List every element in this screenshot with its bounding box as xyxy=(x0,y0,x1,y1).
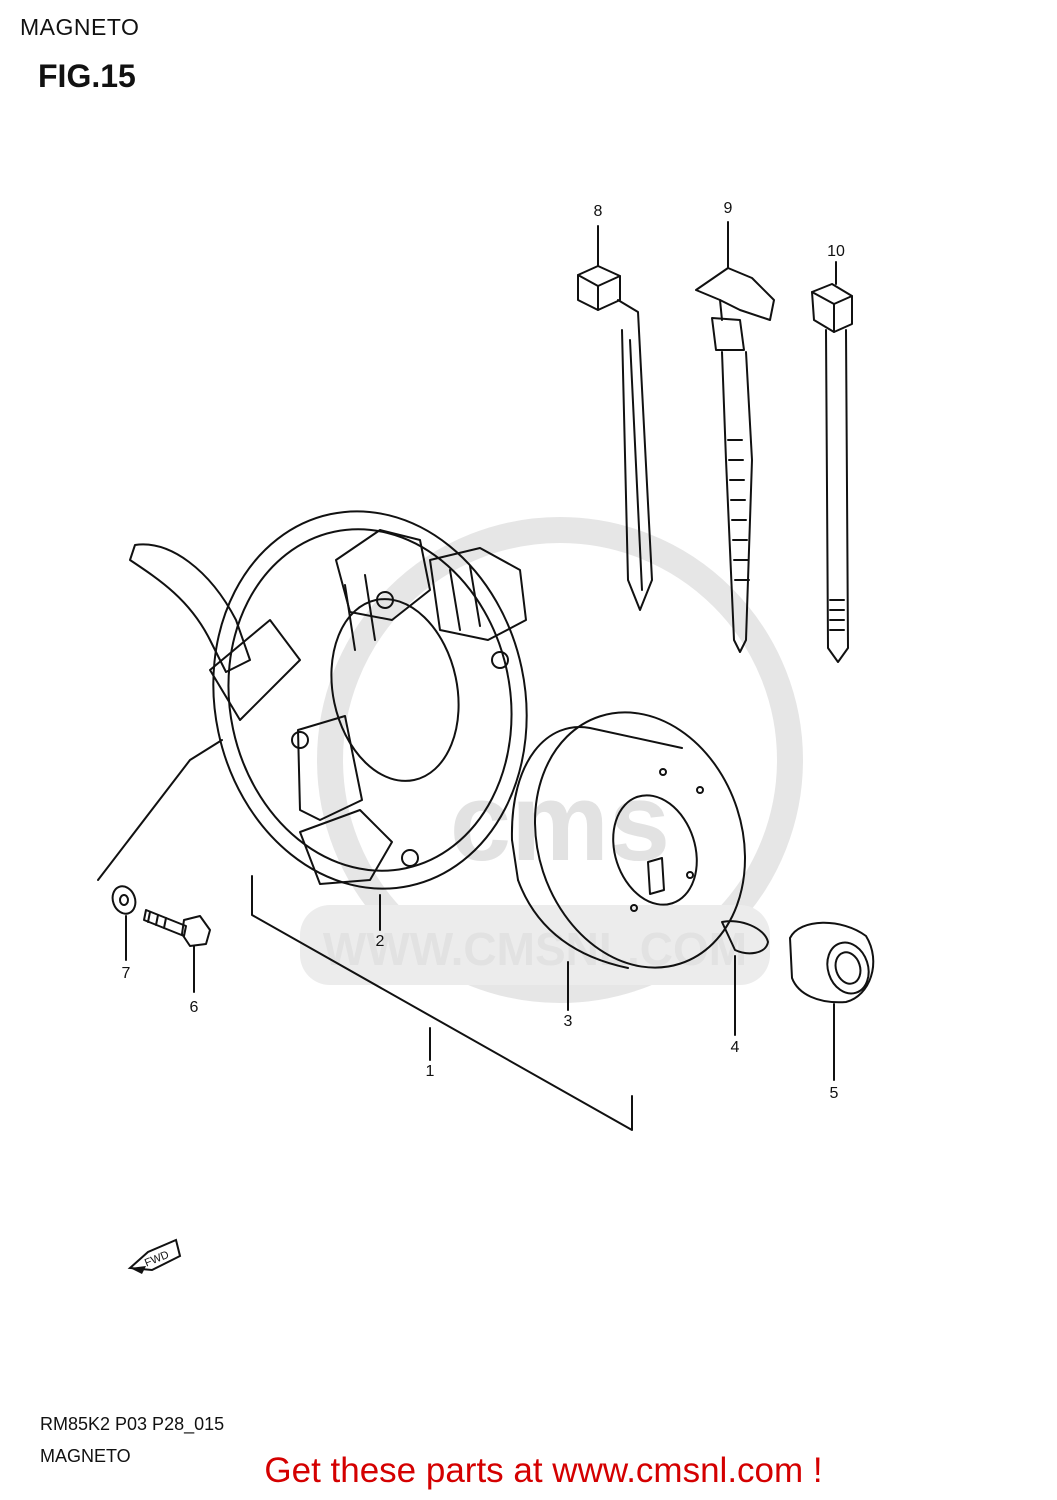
callout-numbers: 1 2 3 4 5 6 7 8 9 10 xyxy=(122,200,845,1102)
part-6-bolt xyxy=(143,909,211,947)
diagram-code: RM85K2 P03 P28_015 xyxy=(40,1414,225,1434)
watermark-url: WWW.CMSNL.COM xyxy=(323,923,747,975)
part-4-key xyxy=(721,920,769,955)
callout-8: 8 xyxy=(594,203,603,220)
callout-10: 10 xyxy=(827,243,845,260)
promo-link[interactable]: Get these parts at www.cmsnl.com ! xyxy=(0,1451,1057,1491)
forward-arrow-icon: FWD xyxy=(127,1238,182,1274)
watermark-logo-text: cms xyxy=(450,761,670,884)
part-2-stator xyxy=(129,510,528,890)
part-8-clamp-tie xyxy=(577,265,653,611)
page-title: MAGNETO xyxy=(20,14,140,40)
watermark-logo-ring xyxy=(317,517,803,1003)
leader-lines xyxy=(97,221,837,1131)
callout-2: 2 xyxy=(376,933,385,950)
callout-5: 5 xyxy=(830,1085,839,1102)
callout-7: 7 xyxy=(122,965,131,982)
part-9-clip-tie xyxy=(695,267,775,653)
footer-title: MAGNETO xyxy=(40,1446,131,1466)
figure-number: FIG.15 xyxy=(38,58,136,94)
part-3-rotor xyxy=(510,711,746,969)
watermark: cms WWW.CMSNL.COM xyxy=(300,517,803,1003)
callout-4: 4 xyxy=(731,1039,740,1056)
promo-link-text[interactable]: Get these parts at www.cmsnl.com ! xyxy=(264,1451,823,1490)
callout-6: 6 xyxy=(190,999,199,1016)
part-10-cable-tie xyxy=(811,283,853,663)
part-7-washer xyxy=(111,885,137,915)
callout-3: 3 xyxy=(564,1013,573,1030)
part-5-nut xyxy=(789,921,875,1004)
callout-1: 1 xyxy=(426,1063,435,1080)
callout-9: 9 xyxy=(724,200,733,217)
watermark-banner xyxy=(300,905,770,985)
